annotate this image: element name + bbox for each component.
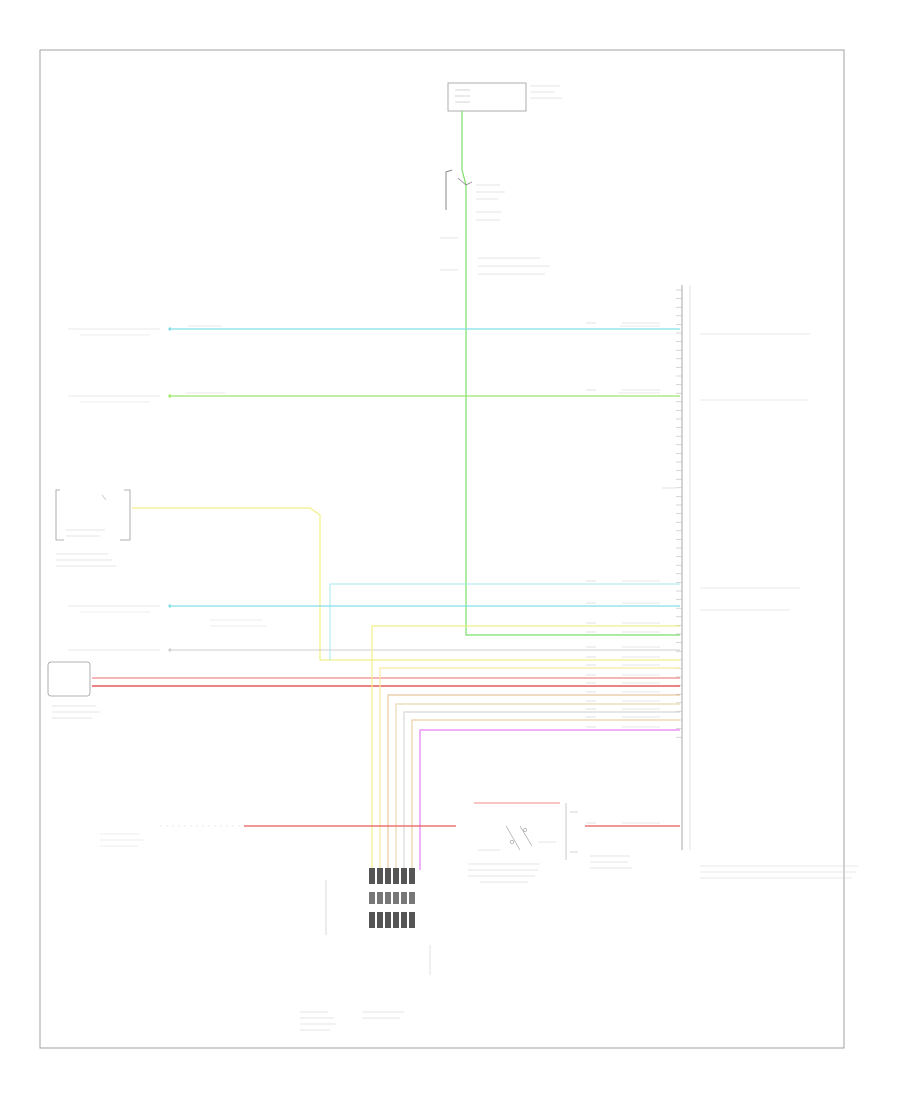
powertrain-control-module (662, 285, 858, 879)
connector-pin (409, 868, 415, 884)
connector-pin (377, 892, 383, 904)
connector-pin (401, 868, 407, 884)
cyan-wire-top (68, 325, 680, 336)
range-switch (468, 802, 632, 883)
connector-pin (393, 912, 399, 928)
connector-pin (393, 868, 399, 884)
turbine-shaft-speed-sensor (300, 880, 336, 1031)
green-wire-upper (68, 392, 680, 403)
transfer-case-module (362, 868, 431, 1019)
connector-pin (401, 912, 407, 928)
connector-pin (377, 868, 383, 884)
transmission-range-sensor (55, 489, 131, 567)
red-wire-bottom (100, 825, 456, 847)
green-feed-wire (461, 111, 680, 636)
cyan-wire-lower (68, 604, 680, 627)
gray-wire (68, 648, 680, 652)
hot-at-all-times-fuse (447, 82, 562, 112)
shift-solenoid-lower (440, 211, 550, 275)
connector-pin (401, 892, 407, 904)
diagram-frame (39, 49, 845, 1049)
connector-pin (385, 912, 391, 928)
transfer-case-wires (371, 625, 680, 870)
connector-pin (385, 892, 391, 904)
connector-pin (369, 912, 375, 928)
connector-pin (369, 868, 375, 884)
pin-number-marks (586, 322, 660, 824)
connector-pin (393, 892, 399, 904)
connector-pin (385, 868, 391, 884)
cyan-wire-middle (329, 583, 680, 660)
connector-pin (409, 912, 415, 928)
connector-pin (377, 912, 383, 928)
connector-pin (369, 892, 375, 904)
connector-pin (409, 892, 415, 904)
shift-solenoid-upper (445, 169, 505, 210)
output-shaft-speed-sensor (47, 661, 100, 719)
yellow-wire (132, 507, 680, 661)
